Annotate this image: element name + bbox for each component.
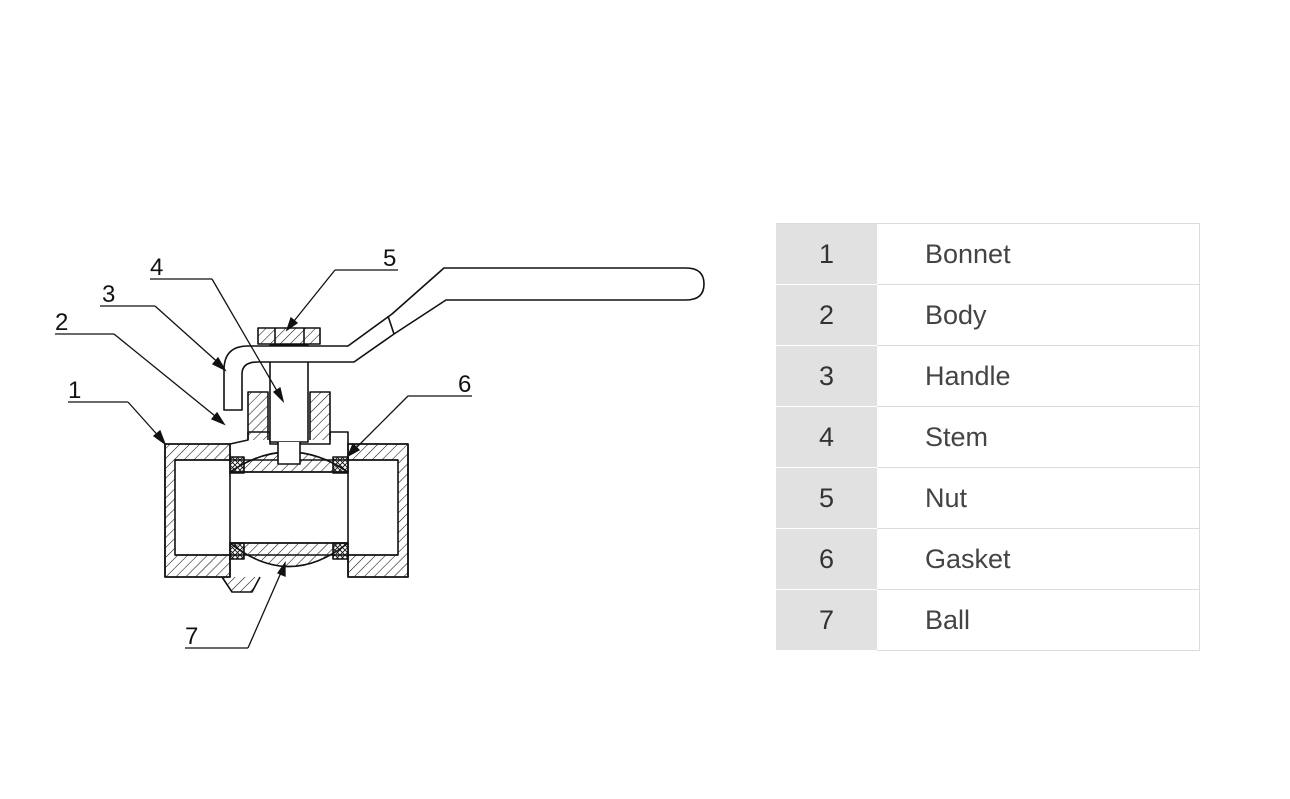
part-number: 2: [776, 284, 877, 346]
leader-line-7: [185, 560, 286, 649]
callout-3: 3: [102, 281, 115, 308]
part-name: Nut: [877, 467, 1200, 529]
leader-line-6: [346, 395, 472, 458]
table-row: 2 Body: [776, 284, 1200, 346]
callout-7: 7: [185, 623, 198, 650]
stem-part: [269, 344, 309, 465]
parts-legend-table: 1 Bonnet 2 Body 3 Handle 4 Stem 5 Nut 6 …: [776, 223, 1200, 651]
part-number: 6: [776, 528, 877, 590]
nut-part: [257, 327, 321, 345]
gasket-part: [229, 456, 349, 560]
table-row: 7 Ball: [776, 589, 1200, 651]
part-number: 1: [776, 223, 877, 285]
leader-line-1: [68, 401, 167, 446]
handle-part: [223, 267, 705, 411]
part-number: 4: [776, 406, 877, 468]
ball-part: [229, 451, 349, 568]
callout-5: 5: [383, 245, 396, 272]
part-number: 3: [776, 345, 877, 407]
part-number: 7: [776, 589, 877, 651]
ball-valve-section-drawing: 1 2 3 4 5 6 7: [55, 245, 705, 650]
part-name: Stem: [877, 406, 1200, 468]
part-name: Gasket: [877, 528, 1200, 590]
part-name: Ball: [877, 589, 1200, 651]
table-row: 4 Stem: [776, 406, 1200, 468]
table-row: 1 Bonnet: [776, 223, 1200, 285]
bonnet-part: [164, 443, 231, 578]
table-row: 5 Nut: [776, 467, 1200, 529]
callout-4: 4: [150, 254, 163, 281]
leader-line-2: [55, 333, 226, 426]
part-number: 5: [776, 467, 877, 529]
table-row: 6 Gasket: [776, 528, 1200, 590]
callout-1: 1: [68, 377, 81, 404]
table-row: 3 Handle: [776, 345, 1200, 407]
callout-6: 6: [458, 371, 471, 398]
part-name: Bonnet: [877, 223, 1200, 285]
part-name: Handle: [877, 345, 1200, 407]
callout-2: 2: [55, 309, 68, 336]
leader-line-3: [100, 305, 227, 372]
part-name: Body: [877, 284, 1200, 346]
leader-line-5: [285, 269, 398, 332]
leader-line-4: [150, 278, 285, 404]
